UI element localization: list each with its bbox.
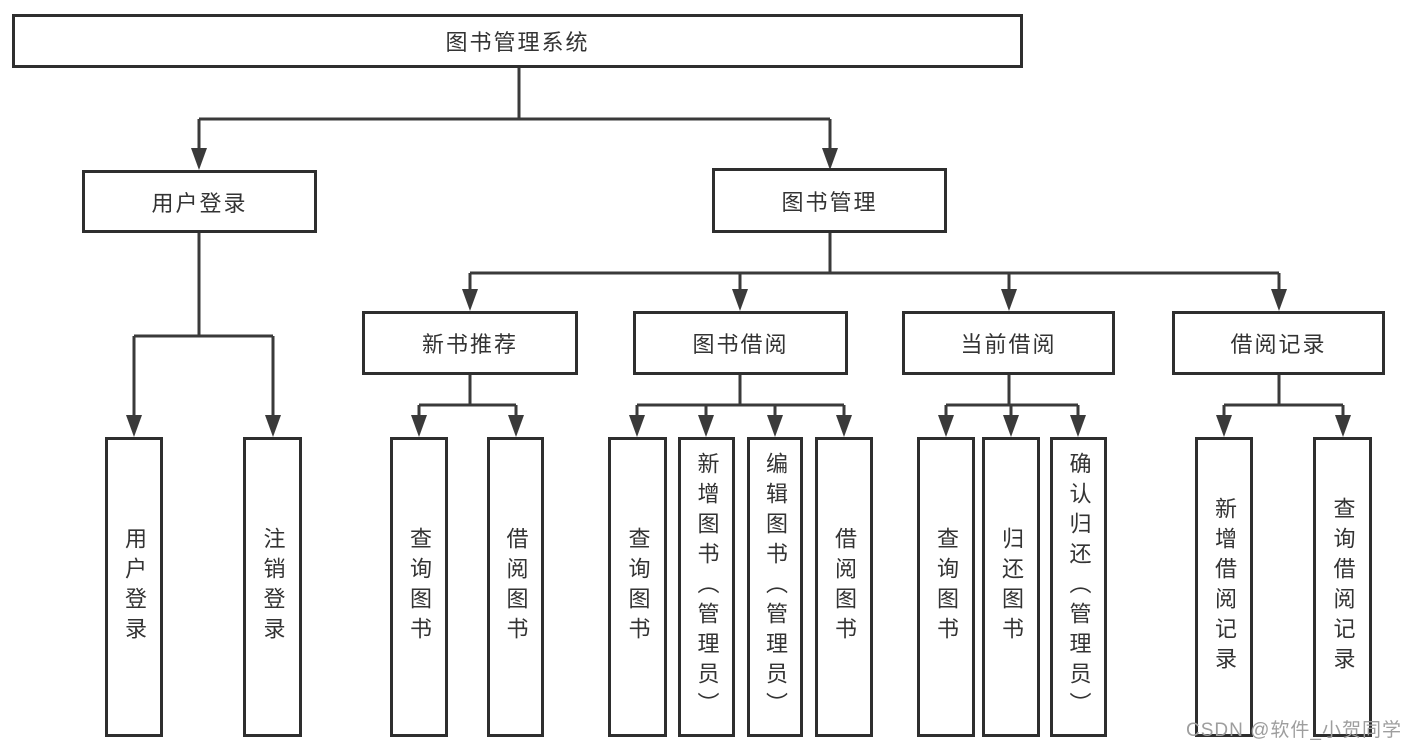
leaf-add-borrow-record-label: 新增借阅记录: [1212, 497, 1237, 677]
leaf-return-books-label: 归还图书: [999, 527, 1024, 647]
leaf-query-books-current-label: 查询图书: [934, 527, 959, 647]
node-root-label: 图书管理系统: [445, 30, 590, 55]
node-borrow-records-label: 借阅记录: [1230, 332, 1327, 357]
arrowhead-icons: [126, 148, 1351, 437]
node-user-login-label: 用户登录: [151, 190, 248, 216]
node-current-borrow: 当前借阅: [902, 311, 1115, 375]
leaf-user-login-label: 用户登录: [122, 527, 147, 647]
leaf-query-borrow-record-label: 查询借阅记录: [1330, 497, 1356, 677]
leaf-borrow-books: 借阅图书: [815, 437, 873, 737]
node-book-borrow: 图书借阅: [633, 311, 848, 375]
node-root: 图书管理系统: [12, 14, 1023, 68]
node-user-login: 用户登录: [82, 170, 317, 233]
leaf-query-books-borrow: 查询图书: [608, 437, 667, 737]
leaf-edit-books-admin-label: 编辑图书（管理员）: [763, 452, 788, 722]
leaf-logout-label: 注销登录: [260, 527, 286, 647]
leaf-add-books-admin-label: 新增图书（管理员）: [694, 452, 720, 722]
node-borrow-records: 借阅记录: [1172, 311, 1385, 375]
leaf-add-borrow-record: 新增借阅记录: [1195, 437, 1253, 737]
leaf-query-books-borrow-label: 查询图书: [625, 527, 651, 647]
leaf-borrow-books-recommend: 借阅图书: [487, 437, 544, 737]
node-new-book-recommend-label: 新书推荐: [421, 332, 518, 357]
watermark: CSDN @软件_小贺同学: [1186, 720, 1402, 741]
leaf-query-books-recommend: 查询图书: [390, 437, 448, 737]
node-current-borrow-label: 当前借阅: [960, 332, 1057, 357]
leaf-return-books: 归还图书: [982, 437, 1040, 737]
node-book-management-label: 图书管理: [781, 189, 878, 215]
leaf-confirm-return-admin: 确认归还（管理员）: [1050, 437, 1107, 737]
leaf-confirm-return-admin-label: 确认归还（管理员）: [1066, 452, 1092, 722]
leaf-add-books-admin: 新增图书（管理员）: [678, 437, 735, 737]
leaf-borrow-books-label: 借阅图书: [832, 527, 857, 647]
leaf-user-login: 用户登录: [105, 437, 163, 737]
leaf-query-borrow-record: 查询借阅记录: [1313, 437, 1372, 737]
node-new-book-recommend: 新书推荐: [362, 311, 578, 375]
leaf-borrow-books-recommend-label: 借阅图书: [503, 527, 529, 647]
node-book-management: 图书管理: [712, 168, 947, 233]
leaf-logout: 注销登录: [243, 437, 302, 737]
leaf-edit-books-admin: 编辑图书（管理员）: [747, 437, 803, 737]
node-book-borrow-label: 图书借阅: [692, 332, 789, 357]
leaf-query-books-current: 查询图书: [917, 437, 975, 737]
leaf-query-books-recommend-label: 查询图书: [407, 527, 432, 647]
